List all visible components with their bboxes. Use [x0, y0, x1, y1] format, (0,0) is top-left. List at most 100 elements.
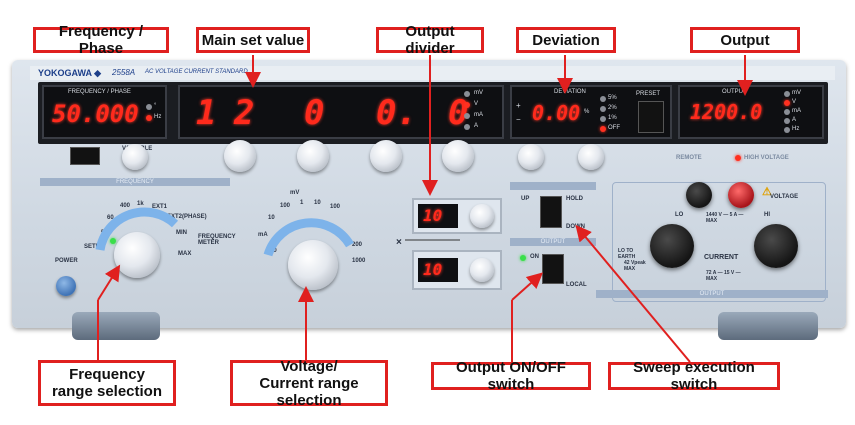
callout-frequency-range-line1: Frequency	[69, 366, 145, 383]
deviation-percent: %	[584, 109, 590, 115]
dev-5-label: 5%	[608, 95, 617, 101]
range-tick-100: 100	[330, 204, 341, 210]
preset-button[interactable]	[638, 101, 664, 133]
model-number: 2558A	[112, 68, 136, 77]
main-digit-3: 0	[304, 93, 325, 133]
high-voltage-led	[735, 155, 741, 161]
dev-5-led	[600, 96, 606, 102]
main-digit-1: 1	[196, 93, 217, 133]
frequency-range-knob[interactable]	[114, 232, 160, 278]
callout-output: Output	[690, 27, 800, 53]
brand-logo: YOKOGAWA ◆	[38, 68, 102, 78]
output-on-led	[520, 255, 526, 261]
dev-1-label: 1%	[608, 115, 617, 121]
mv-led	[464, 91, 470, 97]
a-unit: A	[474, 123, 479, 129]
freq-tick-ext2: EXT2(PHASE)	[167, 214, 207, 220]
freq-tick-min: MIN	[176, 230, 187, 236]
frequency-variable-knob[interactable]	[122, 144, 148, 170]
divider-bottom-value: 10	[423, 260, 443, 279]
out-ma-led	[784, 109, 790, 115]
output-terminal-block	[612, 182, 826, 302]
model-subtitle: AC VOLTAGE CURRENT STANDARD	[145, 69, 248, 75]
output-footer-band: OUTPUT	[596, 290, 828, 298]
digit-knob-1[interactable]	[224, 140, 256, 172]
callout-voltage-range-line2: Current range selection	[259, 374, 359, 409]
out-ma-unit: mA	[792, 108, 801, 114]
range-tick-10: 10	[314, 200, 321, 206]
high-voltage-label: HIGH VOLTAGE	[744, 155, 789, 161]
sweep-execution-switch[interactable]	[540, 196, 562, 228]
hi-label: HI	[764, 212, 770, 218]
divider-top-display: 10	[418, 204, 458, 228]
divider-bottom-knob[interactable]	[470, 258, 494, 282]
voltage-lo-terminal[interactable]	[686, 182, 712, 208]
ma-led	[464, 113, 470, 119]
main-digit-4: 0.	[376, 93, 417, 133]
power-button[interactable]	[56, 276, 76, 296]
lo-to-earth-label: LO TO EARTH	[618, 248, 636, 260]
current-hi-terminal[interactable]	[754, 224, 798, 268]
main-unit-indicators: mV V mA A	[462, 88, 502, 136]
dev-2-label: 2%	[608, 105, 617, 111]
ma-unit: mA	[474, 112, 483, 118]
hz-unit: Hz	[154, 114, 162, 120]
sweep-band	[510, 182, 596, 190]
preset-label: PRESET	[636, 91, 661, 97]
frequency-band: FREQUENCY	[40, 178, 230, 186]
divider-top-value: 10	[423, 206, 443, 225]
frequency-meter-label: FREQUENCY METER	[198, 234, 236, 246]
output-on-label: ON	[530, 254, 539, 260]
dev-1-led	[600, 116, 606, 122]
digit-knob-2[interactable]	[297, 140, 329, 172]
callout-frequency-range-line2: range selection	[51, 383, 163, 400]
digit-knob-3[interactable]	[370, 140, 402, 172]
right-foot	[718, 312, 818, 340]
current-lo-terminal[interactable]	[650, 224, 694, 268]
remote-label: REMOTE	[676, 155, 702, 161]
deviation-knob-2[interactable]	[578, 144, 604, 170]
divider-bottom-display: 10	[418, 258, 458, 282]
callout-output-onoff: Output ON/OFF switch	[431, 359, 591, 393]
current-label: CURRENT	[704, 254, 739, 261]
out-a-led	[784, 118, 790, 124]
main-digit-5: 0	[448, 93, 469, 133]
range-tick-200: 200	[352, 242, 363, 248]
output-onoff-switch[interactable]	[542, 254, 564, 284]
sweep-hold-label: HOLD	[566, 196, 583, 202]
hz-led	[146, 115, 152, 121]
setup-label: SETUP	[84, 244, 105, 250]
voltage-hi-terminal[interactable]	[728, 182, 754, 208]
range-tick-10a: 10	[268, 215, 275, 221]
output-local-label: LOCAL	[566, 282, 587, 288]
frequency-display-title: FREQUENCY / PHASE	[68, 89, 131, 95]
callout-voltage-range-line1: Voltage/	[280, 357, 338, 375]
callout-frequency-range: Frequency range selection	[38, 360, 176, 406]
callout-voltage-current-range: Voltage/ Current range selection	[230, 357, 388, 409]
v-unit: V	[474, 101, 479, 107]
range-tick-100a: 100	[280, 203, 291, 209]
voltage-current-range-knob[interactable]	[288, 240, 338, 290]
setup-led	[110, 238, 116, 244]
output-title: OUTPUT	[722, 89, 747, 95]
divider-top-knob[interactable]	[470, 204, 494, 228]
callout-output-divider: Output divider	[376, 23, 484, 57]
range-tick-ma: mA	[258, 232, 268, 238]
digit-knob-4[interactable]	[442, 140, 474, 172]
dev-2-led	[600, 106, 606, 112]
a-led	[464, 124, 470, 130]
freq-tick-60: 60	[107, 215, 114, 221]
range-tick-mv: mV	[290, 190, 300, 196]
left-foot	[72, 312, 160, 340]
output-switch-band: OUTPUT	[510, 238, 596, 246]
deviation-knob-1[interactable]	[518, 144, 544, 170]
out-a-unit: A	[792, 117, 797, 123]
freq-tick-400: 400	[120, 203, 131, 209]
callout-sweep-switch: Sweep execution switch	[608, 359, 780, 393]
out-v-led	[784, 100, 790, 106]
freq-tick-1k: 1k	[137, 201, 144, 207]
degree-led	[146, 104, 152, 110]
sweep-up-label: UP	[521, 196, 530, 202]
variable-switch[interactable]	[70, 147, 100, 165]
